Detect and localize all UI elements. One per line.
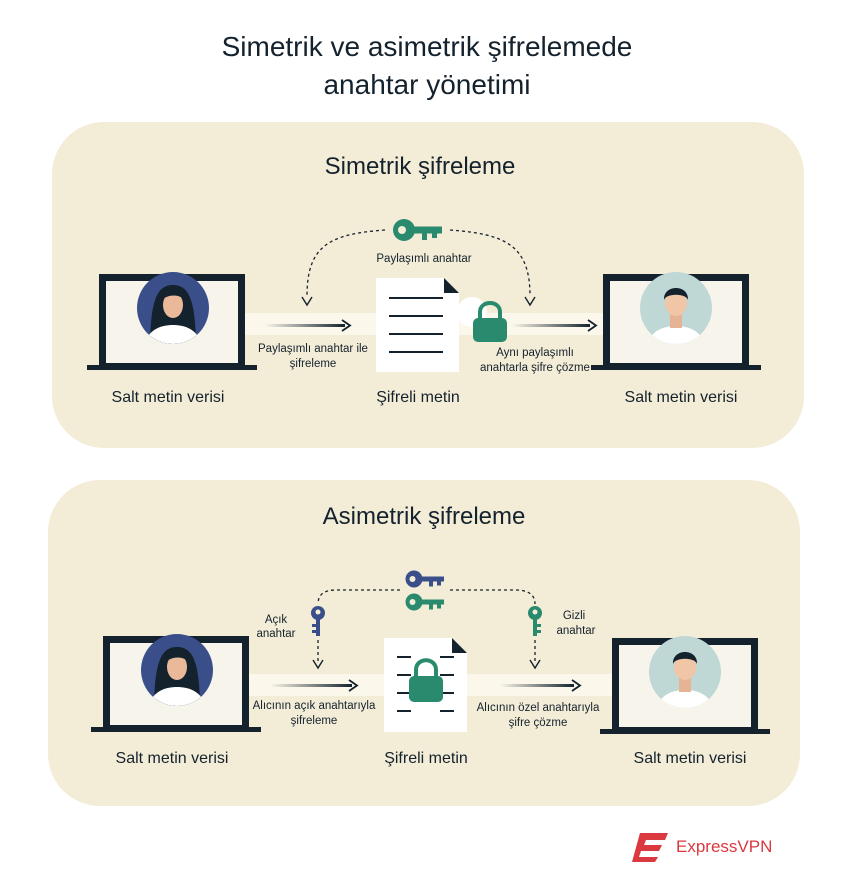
avatar-icon bbox=[649, 636, 721, 708]
plaintext-label-left: Salt metin verisi bbox=[112, 389, 225, 406]
arrowhead bbox=[529, 659, 541, 670]
decrypt-arrow bbox=[500, 684, 574, 687]
shared-key-label: Paylaşımlı anahtar bbox=[376, 253, 471, 265]
arrowhead bbox=[524, 296, 536, 307]
encrypt-label-line-1: Alıcının açık anahtarıyla bbox=[253, 700, 376, 712]
dashed-arrow-left bbox=[306, 229, 386, 297]
padlock-icon bbox=[409, 658, 443, 702]
encrypt-label-line-2: şifreleme bbox=[291, 715, 338, 727]
plaintext-label-right: Salt metin verisi bbox=[634, 750, 747, 767]
key-icon bbox=[405, 570, 444, 588]
ciphertext-label: Şifreli metin bbox=[376, 389, 460, 406]
encrypt-arrow bbox=[270, 684, 352, 687]
encrypt-label-line-2: şifreleme bbox=[290, 358, 337, 370]
asymmetric-heading: Asimetrik şifreleme bbox=[323, 503, 526, 530]
private-key-label-line-2: anahtar bbox=[556, 625, 595, 637]
avatar-icon bbox=[640, 272, 712, 344]
encrypt-arrow bbox=[265, 324, 345, 327]
page-title-line-2: anahtar yönetimi bbox=[323, 69, 530, 100]
padlock-icon bbox=[473, 301, 507, 342]
expressvpn-logo: ExpressVPN bbox=[632, 833, 772, 862]
decrypt-label-line-1: Alıcının özel anahtarıyla bbox=[477, 702, 600, 714]
page-title-line-1: Simetrik ve asimetrik şifrelemede bbox=[222, 31, 633, 62]
public-key-label-line-1: Açık bbox=[265, 614, 288, 626]
private-key-label-line-1: Gizli bbox=[563, 610, 585, 622]
dashed-arrow-right bbox=[449, 229, 531, 297]
arrowhead bbox=[341, 319, 352, 332]
arrowhead bbox=[571, 679, 582, 692]
decrypt-label-line-2: şifre çözme bbox=[509, 717, 568, 729]
key-icon bbox=[393, 219, 442, 241]
symmetric-heading: Simetrik şifreleme bbox=[325, 153, 516, 180]
private-key-icon bbox=[528, 606, 542, 636]
ciphertext-label: Şifreli metin bbox=[384, 750, 468, 767]
arrowhead bbox=[348, 679, 359, 692]
arrowhead bbox=[312, 659, 324, 670]
decrypt-label-line-2: anahtarla şifre çözme bbox=[480, 362, 590, 374]
dashed-connector bbox=[450, 589, 536, 605]
decrypt-label-line-1: Aynı paylaşımlı bbox=[496, 347, 574, 359]
brand-mark-icon bbox=[632, 833, 668, 862]
key-icon bbox=[405, 593, 444, 611]
arrowhead bbox=[301, 296, 313, 307]
encrypt-label-line-1: Paylaşımlı anahtar ile bbox=[258, 343, 368, 355]
asymmetric-panel: Asimetrik şifreleme Açık bbox=[48, 480, 800, 806]
arrowhead bbox=[587, 319, 598, 332]
public-key-label-line-2: anahtar bbox=[256, 628, 295, 640]
plaintext-label-left: Salt metin verisi bbox=[116, 750, 229, 767]
decrypt-arrow bbox=[512, 324, 590, 327]
brand-name: ExpressVPN bbox=[676, 837, 772, 856]
public-key-icon bbox=[311, 606, 325, 636]
plaintext-label-right: Salt metin verisi bbox=[625, 389, 738, 406]
symmetric-panel: Simetrik şifreleme Paylaşımlı anahtar bbox=[52, 122, 804, 448]
